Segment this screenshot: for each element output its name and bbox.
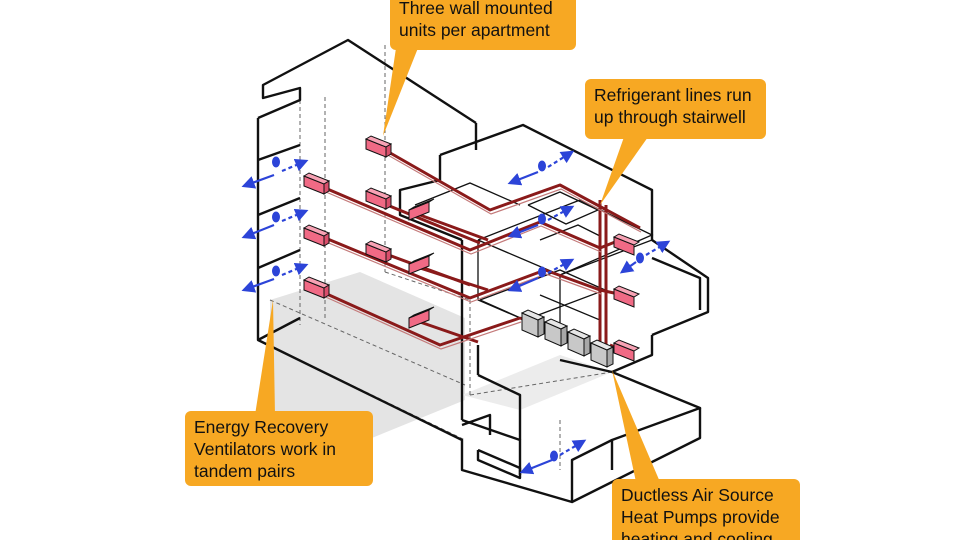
wall-unit (612, 285, 641, 308)
building-outline (256, 38, 710, 504)
erv-arrow-pair (241, 262, 309, 293)
erv-arrow-pair (519, 439, 587, 475)
pointer-heat-pumps (612, 370, 660, 482)
heat-pump-unit (543, 318, 569, 347)
wall-unit (364, 187, 393, 210)
wall-unit (408, 198, 435, 221)
heat-pumps (520, 309, 615, 368)
wall-unit (612, 339, 641, 362)
wall-unit (612, 233, 641, 256)
heat-pump-unit (566, 328, 592, 357)
pointer-erv (255, 300, 275, 415)
wall-unit (302, 224, 331, 247)
callout-energy-recovery-ventilators: Energy Recovery Ventilators work in tand… (185, 411, 373, 486)
callout-refrigerant-lines-text: Refrigerant lines run up through stairwe… (594, 85, 752, 127)
pointer-wall-units (383, 48, 418, 136)
erv-arrow-pair (619, 240, 671, 274)
callout-energy-recovery-ventilators-text: Energy Recovery Ventilators work in tand… (194, 417, 337, 481)
wall-unit (408, 252, 435, 275)
erv-arrow-pair (507, 258, 575, 292)
callout-refrigerant-lines: Refrigerant lines run up through stairwe… (585, 79, 766, 139)
erv-airflow-arrows (241, 150, 671, 475)
callout-wall-mounted-units: Three wall mounted units per apartment (390, 0, 576, 50)
wall-unit (302, 276, 331, 299)
erv-arrow-pair (507, 205, 575, 239)
callout-heat-pumps: Ductless Air Source Heat Pumps provide h… (612, 479, 800, 540)
wall-mounted-units (302, 135, 641, 362)
wall-unit (302, 172, 331, 195)
callout-pointers (255, 48, 660, 482)
wall-unit (408, 306, 435, 329)
heat-pump-unit (589, 339, 615, 368)
callout-wall-mounted-units-text: Three wall mounted units per apartment (399, 0, 553, 40)
erv-arrow-pair (241, 156, 309, 189)
heat-pump-unit (520, 309, 546, 338)
wall-unit (364, 240, 393, 263)
pointer-refrigerant (600, 137, 648, 205)
erv-arrow-pair (507, 150, 575, 186)
erv-arrow-pair (241, 208, 309, 240)
wall-unit (364, 135, 393, 158)
callout-heat-pumps-text: Ductless Air Source Heat Pumps provide h… (621, 485, 780, 540)
